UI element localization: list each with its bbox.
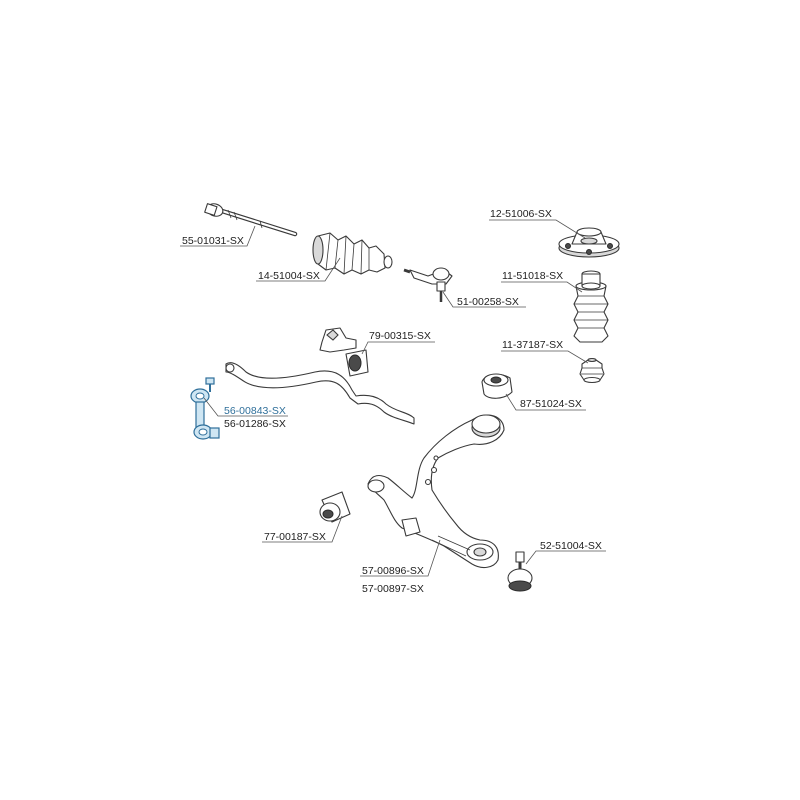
stabilizer-link-part[interactable]: [190, 377, 220, 440]
label-tie-rod-end-text: 51-00258-SX: [457, 296, 519, 308]
label-ball-joint-text: 52-51004-SX: [540, 540, 602, 552]
label-bump-stop-text: 11-37187-SX: [502, 339, 563, 351]
rear-arm-bushing-part[interactable]: [481, 373, 513, 399]
label-tie-rod-end[interactable]: 51-00258-SX: [442, 291, 526, 308]
label-rear-arm-bushing[interactable]: 87-51024-SX: [505, 393, 586, 411]
label-dust-cover[interactable]: 11-51018-SX: [501, 270, 583, 293]
label-stab-link-a[interactable]: 56-00843-SX: [203, 397, 288, 417]
label-ball-joint[interactable]: 52-51004-SX: [525, 540, 606, 565]
label-boot[interactable]: 14-51004-SX: [256, 257, 341, 282]
label-stab-link-b[interactable]: 56-01286-SX: [224, 418, 286, 430]
label-control-arm-b-text: 57-00897-SX: [362, 583, 424, 595]
ball-joint-part[interactable]: [507, 551, 533, 592]
dust-cover-part[interactable]: [573, 270, 609, 343]
label-strut-mount-text: 12-51006-SX: [490, 208, 552, 220]
stabilizer-bar-part[interactable]: [225, 362, 415, 425]
tie-rod-end-part[interactable]: [403, 267, 453, 302]
control-arm-part[interactable]: [367, 414, 505, 569]
bump-stop-part[interactable]: [579, 357, 605, 384]
label-stab-link-b-text: 56-01286-SX: [224, 418, 286, 430]
steering-boot-part[interactable]: [312, 232, 393, 275]
label-boot-text: 14-51004-SX: [258, 270, 320, 282]
label-control-arm-a-text: 57-00896-SX: [362, 565, 424, 577]
label-control-arm-a[interactable]: 57-00896-SX: [360, 539, 441, 577]
label-front-arm-bushing[interactable]: 77-00187-SX: [262, 515, 343, 543]
strut-mount-part[interactable]: [558, 227, 620, 258]
label-tie-rod[interactable]: 55-01031-SX: [180, 225, 256, 247]
label-rear-arm-bushing-text: 87-51024-SX: [520, 398, 582, 410]
front-arm-bushing-part[interactable]: [319, 491, 351, 523]
label-bump-stop[interactable]: 11-37187-SX: [501, 339, 589, 364]
stabilizer-bushing-part[interactable]: [319, 327, 369, 377]
label-stab-bushing-text: 79-00315-SX: [369, 330, 431, 342]
label-dust-cover-text: 11-51018-SX: [502, 270, 563, 282]
tie-rod-part[interactable]: [204, 202, 298, 237]
label-strut-mount[interactable]: 12-51006-SX: [489, 208, 586, 239]
label-stab-link-a-text: 56-00843-SX: [224, 405, 286, 417]
label-stab-bushing[interactable]: 79-00315-SX: [361, 330, 435, 355]
label-tie-rod-text: 55-01031-SX: [182, 235, 244, 247]
label-control-arm-b[interactable]: 57-00897-SX: [362, 583, 424, 595]
label-front-arm-bushing-text: 77-00187-SX: [264, 531, 326, 543]
